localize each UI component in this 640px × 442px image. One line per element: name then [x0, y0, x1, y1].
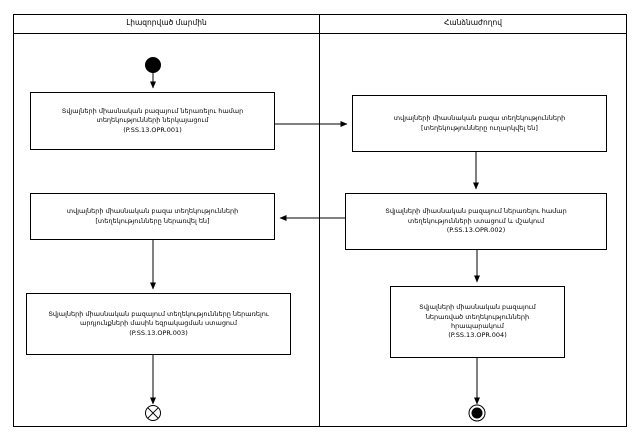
- swimlane-title-right: Հանձնաժողով: [444, 18, 502, 27]
- activity-results-report[interactable]: Տվյալների միասնական բազայում տեղեկությու…: [26, 293, 291, 355]
- activity-submit-documents-label: Տվյալների միասնական բազայում ներառելու հ…: [61, 106, 244, 134]
- activity-verify-documents[interactable]: Տվյալների միասնական բազայում ներառելու հ…: [345, 193, 607, 250]
- flow-final-node: [145, 405, 161, 421]
- activity-publish-documents[interactable]: Տվյալների միասնական բազայում ներառված տե…: [390, 286, 565, 358]
- activity-verify-documents-label: Տվյալների միասնական բազայում ներառելու հ…: [385, 207, 567, 235]
- activity-receive-documents[interactable]: տվյալների միասնական բազա տեղեկություններ…: [352, 95, 607, 152]
- activity-publish-documents-label: Տվյալների միասնական բազայում ներառված տե…: [419, 303, 536, 340]
- activity-final-node: [468, 404, 486, 422]
- activity-submit-documents[interactable]: Տվյալների միասնական բազայում ներառելու հ…: [30, 92, 275, 150]
- activity-results-report-label: Տվյալների միասնական բազայում տեղեկությու…: [48, 309, 269, 337]
- activity-receive-documents-label: տվյալների միասնական բազա տեղեկություններ…: [393, 114, 566, 132]
- activity-documents-entered[interactable]: տվյալների միասնական բազա տեղեկություններ…: [30, 193, 275, 240]
- swimlane-title-left: Լիազորված մարմին: [126, 18, 207, 27]
- start-node: [145, 57, 161, 73]
- activity-documents-entered-label: տվյալների միասնական բազա տեղեկություններ…: [66, 207, 239, 225]
